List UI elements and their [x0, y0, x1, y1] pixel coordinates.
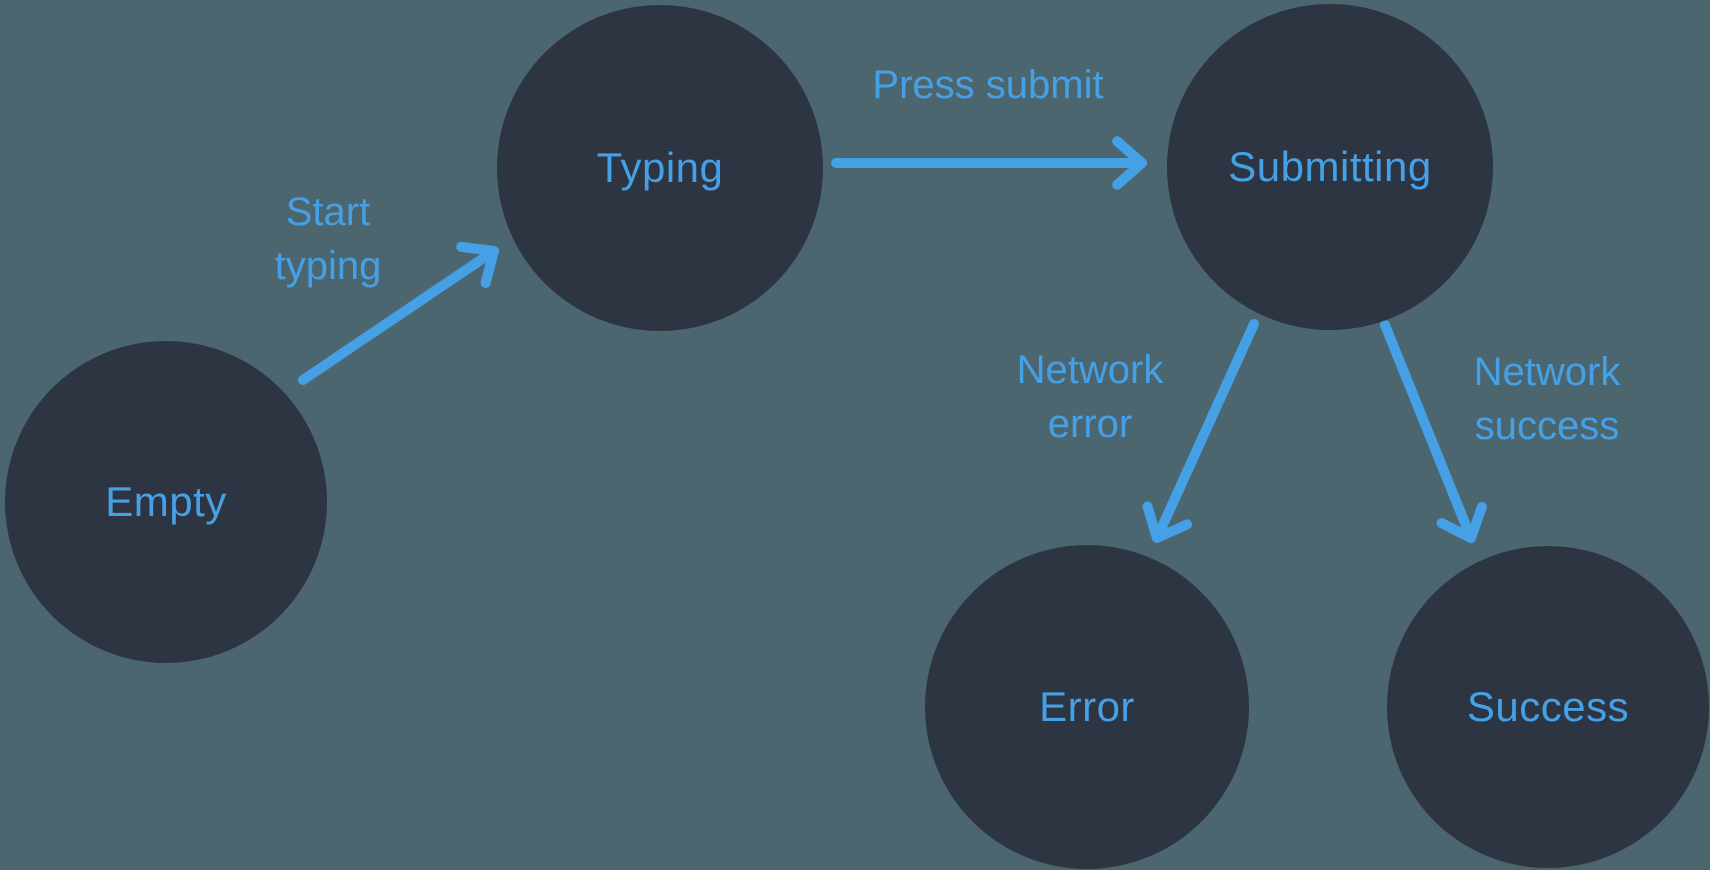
state-node-label: Success: [1466, 683, 1630, 730]
state-node-label: Empty: [105, 478, 227, 525]
transition-arrow-press-submit: [831, 136, 1147, 190]
transition-label-line: Network: [1016, 348, 1164, 392]
state-node-success: Success: [1387, 546, 1709, 868]
arrowhead: [1112, 136, 1147, 190]
transition-label-press-submit: Press submit: [872, 58, 1103, 112]
transition-label-line: success: [1474, 404, 1620, 448]
transition-arrow-network-success: [1380, 320, 1487, 543]
transition-label-line: Start: [285, 190, 371, 234]
arrow-shaft: [1152, 319, 1259, 543]
transition-label-network-success: Network success: [1474, 345, 1621, 453]
state-node-empty: Empty: [5, 341, 327, 663]
arrow-shaft: [1380, 320, 1476, 543]
state-node-label: Typing: [596, 144, 724, 191]
state-node-typing: Typing: [497, 5, 823, 331]
arrowhead: [456, 241, 499, 288]
arrowhead: [1142, 501, 1193, 543]
state-node-label: Submitting: [1228, 143, 1432, 190]
state-node-submitting: Submitting: [1167, 4, 1493, 330]
state-node-error: Error: [925, 545, 1249, 869]
transition-label-network-error: Network error: [1017, 343, 1164, 451]
transition-label-line: Press submit: [872, 63, 1104, 107]
state-node-label: Error: [1039, 683, 1135, 730]
transition-label-start-typing: Start typing: [275, 185, 382, 293]
arrowhead: [1436, 501, 1487, 543]
transition-label-line: Network: [1473, 350, 1621, 394]
transition-label-line: typing: [274, 244, 382, 288]
transition-label-line: error: [1047, 402, 1133, 446]
